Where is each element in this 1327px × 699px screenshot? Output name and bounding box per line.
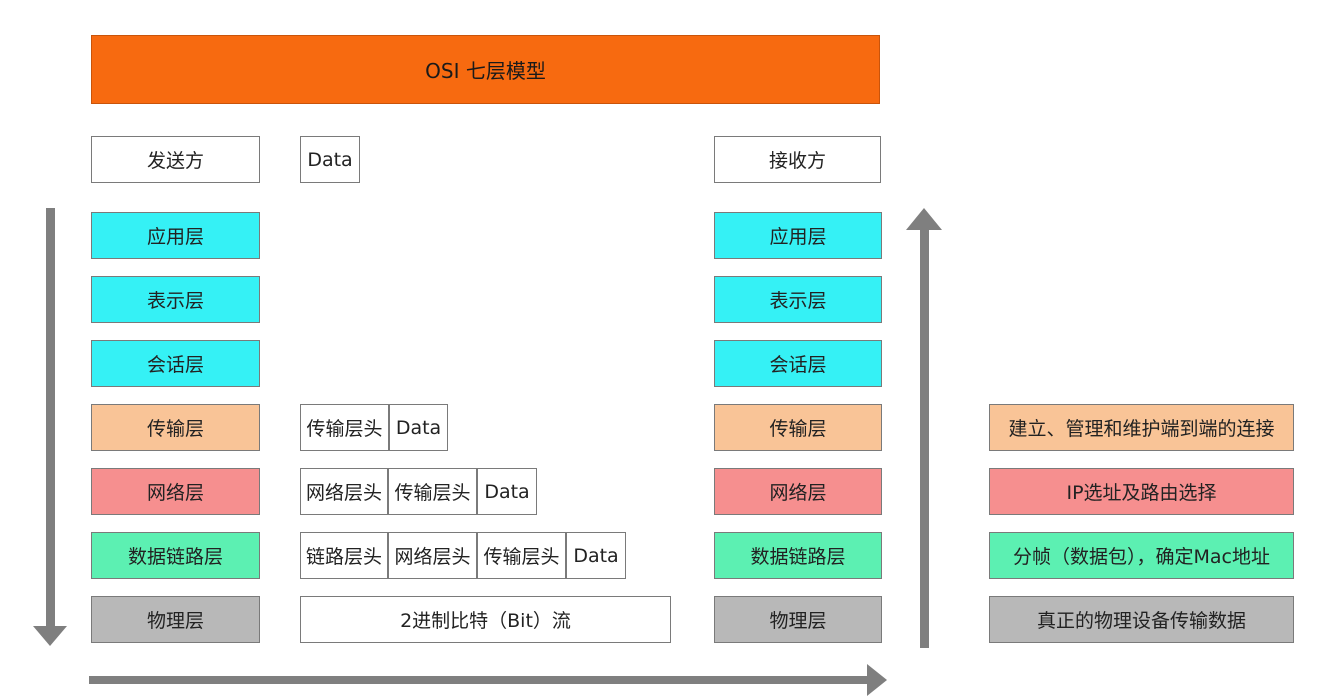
up-arrow-icon xyxy=(906,208,942,648)
sender-transport-layer: 传输层 xyxy=(91,404,260,451)
sender-presentation-layer: 表示层 xyxy=(91,276,260,323)
receiver-datalink-layer: 数据链路层 xyxy=(714,532,882,579)
bitstream-box: 2进制比特（Bit）流 xyxy=(300,596,671,643)
sender-application-layer: 应用层 xyxy=(91,212,260,259)
link-network-header-box: 网络层头 xyxy=(388,532,477,579)
network-header-box: 网络层头 xyxy=(300,468,388,515)
physical-description: 真正的物理设备传输数据 xyxy=(989,596,1294,643)
sender-datalink-layer: 数据链路层 xyxy=(91,532,260,579)
right-arrow-icon xyxy=(89,664,887,696)
network-description: IP选址及路由选择 xyxy=(989,468,1294,515)
receiver-presentation-layer: 表示层 xyxy=(714,276,882,323)
receiver-application-layer: 应用层 xyxy=(714,212,882,259)
transport-header-box: 传输层头 xyxy=(300,404,389,451)
link-data-box: Data xyxy=(566,532,626,579)
link-transport-header-box: 传输层头 xyxy=(477,532,566,579)
receiver-transport-layer: 传输层 xyxy=(714,404,882,451)
receiver-network-layer: 网络层 xyxy=(714,468,882,515)
sender-session-layer: 会话层 xyxy=(91,340,260,387)
sender-box: 发送方 xyxy=(91,136,260,183)
transport-description: 建立、管理和维护端到端的连接 xyxy=(989,404,1294,451)
data-box-top: Data xyxy=(300,136,360,183)
link-description: 分帧（数据包），确定Mac地址 xyxy=(989,532,1294,579)
transport-data-box: Data xyxy=(389,404,448,451)
network-transport-header-box: 传输层头 xyxy=(388,468,477,515)
link-header-box: 链路层头 xyxy=(300,532,388,579)
receiver-physical-layer: 物理层 xyxy=(714,596,882,643)
receiver-box: 接收方 xyxy=(714,136,881,183)
network-data-box: Data xyxy=(477,468,537,515)
receiver-session-layer: 会话层 xyxy=(714,340,882,387)
diagram-title: OSI 七层模型 xyxy=(91,35,880,104)
down-arrow-icon xyxy=(33,208,67,646)
sender-physical-layer: 物理层 xyxy=(91,596,260,643)
sender-network-layer: 网络层 xyxy=(91,468,260,515)
